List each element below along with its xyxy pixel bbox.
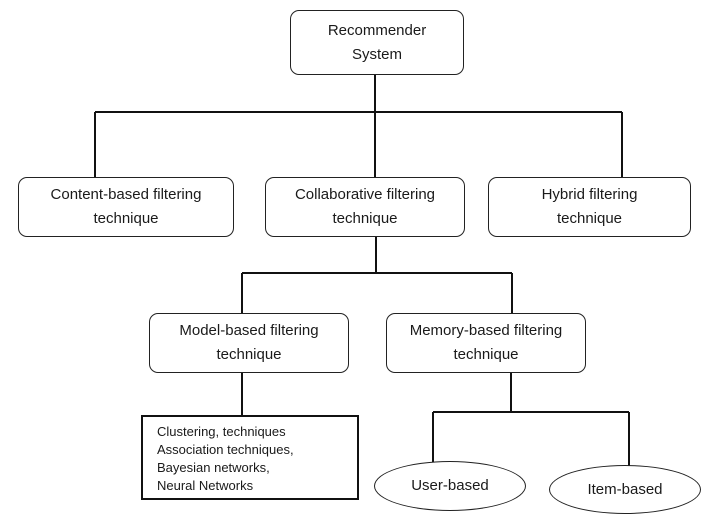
model-based-filtering-node: Model-based filtering technique — [149, 313, 349, 373]
node-label-line1: Recommender — [327, 21, 427, 39]
technique-item: Association techniques, — [157, 442, 294, 457]
node-label-line1: Collaborative filtering — [294, 186, 436, 203]
node-label: Item-based — [587, 480, 663, 498]
node-label-line2: technique — [216, 346, 282, 363]
recommender-system-node: Recommender System — [290, 10, 464, 75]
user-based-node: User-based — [374, 461, 526, 511]
node-label-line2: technique — [332, 210, 398, 227]
item-based-node: Item-based — [549, 465, 701, 514]
collaborative-filtering-node: Collaborative filtering technique — [265, 177, 465, 237]
node-label-line2: technique — [453, 346, 519, 363]
technique-item: Neural Networks — [157, 478, 254, 493]
technique-item: Bayesian networks, — [157, 460, 270, 475]
technique-item: Clustering, techniques — [157, 424, 286, 439]
node-label-line2: technique — [556, 210, 623, 227]
memory-based-filtering-node: Memory-based filtering technique — [386, 313, 586, 373]
node-label-line1: Model-based filtering — [179, 322, 319, 339]
node-label-line2: technique — [93, 210, 159, 227]
model-techniques-box: Clustering, techniques Association techn… — [141, 415, 359, 500]
content-based-filtering-node: Content-based filtering technique — [18, 177, 234, 237]
node-label-line1: Content-based filtering — [50, 186, 202, 203]
node-label: User-based — [411, 477, 489, 494]
hybrid-filtering-node: Hybrid filtering technique — [488, 177, 691, 237]
node-label-line1: Memory-based filtering — [409, 322, 563, 339]
node-label-line2: System — [351, 45, 402, 63]
node-label-line1: Hybrid filtering — [541, 186, 638, 203]
